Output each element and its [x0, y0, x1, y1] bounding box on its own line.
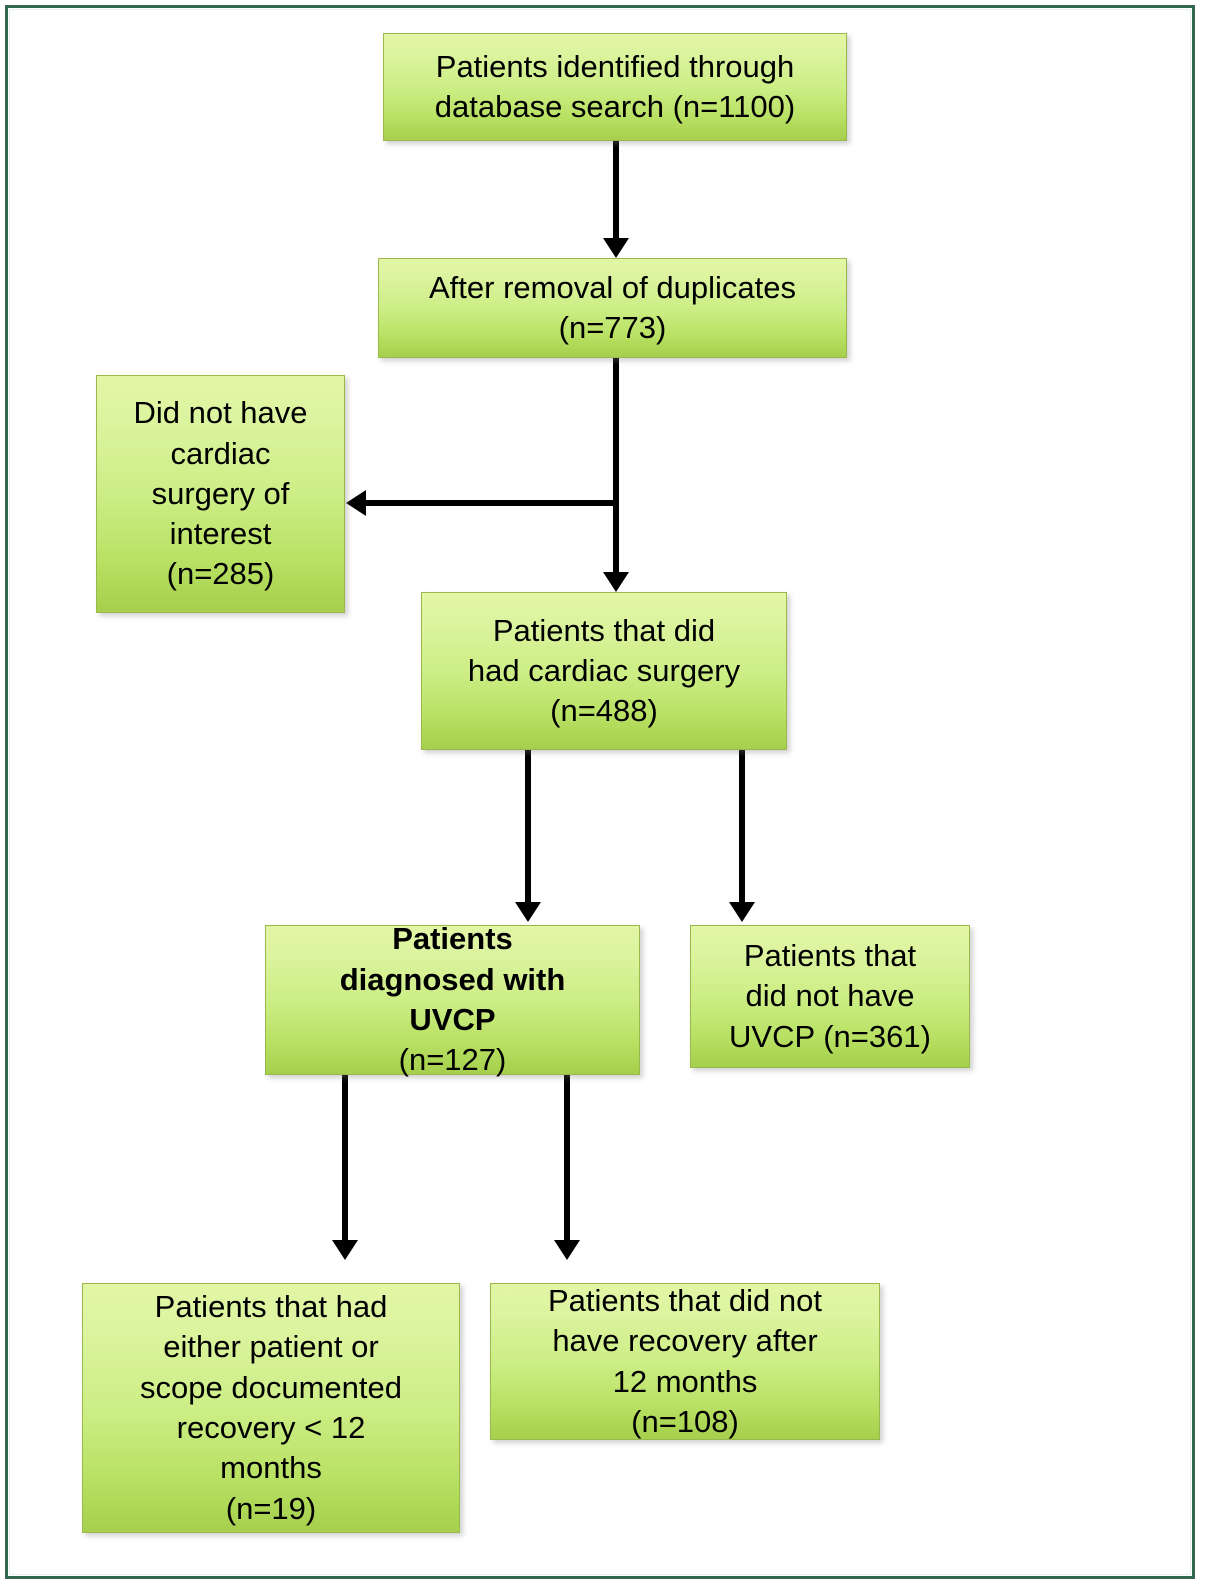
node-label: Patients that did not have UVCP (n=361): [729, 938, 931, 1054]
connector-identified-to-duplicates: [613, 140, 619, 244]
arrowhead-duplicates-to-excluded: [346, 490, 366, 516]
arrowhead-uvcp-to-recovery: [332, 1240, 358, 1260]
node-label: Did not have cardiac surgery of interest…: [133, 395, 308, 592]
arrowhead-surgery-to-uvcp: [515, 902, 541, 922]
node-label-count: (n=127): [398, 1042, 507, 1078]
arrowhead-surgery-to-no-uvcp: [729, 902, 755, 922]
node-after-removal-of-duplicates[interactable]: After removal of duplicates (n=773): [378, 258, 847, 358]
node-label-main: Patients diagnosed with UVCP: [339, 921, 566, 1037]
connector-uvcp-to-no-recovery: [564, 1075, 570, 1245]
node-patients-diagnosed-uvcp[interactable]: Patients diagnosed with UVCP (n=127): [265, 921, 640, 1077]
connector-surgery-to-no-uvcp: [739, 750, 745, 908]
arrowhead-uvcp-to-no-recovery: [554, 1240, 580, 1260]
node-no-recovery-after-12-months[interactable]: Patients that did not have recovery afte…: [490, 1283, 880, 1440]
connector-duplicates-to-excluded: [366, 500, 619, 506]
node-patients-identified[interactable]: Patients identified through database sea…: [383, 33, 847, 141]
node-label: Patients identified through database sea…: [434, 48, 796, 124]
connector-duplicates-trunk: [613, 358, 619, 580]
connector-uvcp-to-recovery: [342, 1075, 348, 1245]
node-patients-no-uvcp[interactable]: Patients that did not have UVCP (n=361): [690, 925, 970, 1068]
node-label: Patients that had either patient or scop…: [140, 1289, 402, 1526]
node-label: Patients that did had cardiac surgery (n…: [467, 612, 741, 729]
node-recovery-under-12-months[interactable]: Patients that had either patient or scop…: [82, 1283, 460, 1533]
arrowhead-identified-to-duplicates: [603, 238, 629, 258]
node-patients-had-cardiac-surgery[interactable]: Patients that did had cardiac surgery (n…: [421, 592, 787, 750]
node-excluded-no-cardiac-surgery[interactable]: Did not have cardiac surgery of interest…: [96, 375, 345, 613]
connector-surgery-to-uvcp: [525, 750, 531, 908]
arrowhead-duplicates-to-had-surgery: [603, 572, 629, 592]
node-label: Patients that did not have recovery afte…: [547, 1282, 823, 1439]
node-label: Patients diagnosed with UVCP (n=127): [272, 919, 633, 1080]
node-label: After removal of duplicates (n=773): [428, 269, 796, 345]
